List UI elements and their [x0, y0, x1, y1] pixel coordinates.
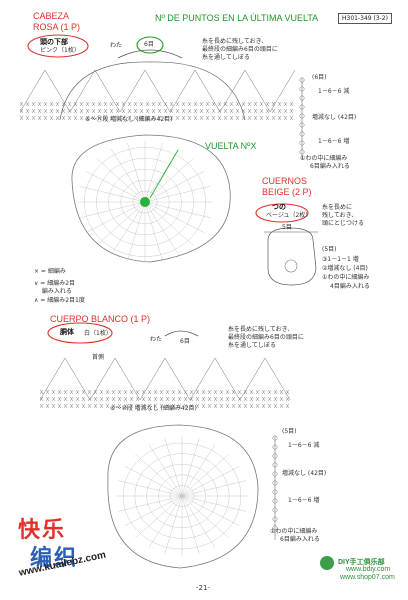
horn-row3: ③1－1－1 増 [322, 256, 359, 263]
body-neck-side: 首側 [92, 354, 105, 361]
head-rows-label: 6目 [144, 41, 154, 48]
body-row-nochange: 増減なし (42目) [282, 470, 327, 477]
body-row-dec: 1－6－6 減 [288, 442, 320, 449]
horn-rows-label: 5目 [282, 224, 292, 231]
legend-inc-2: 編み入れる [34, 288, 72, 295]
body-note-2: 最終段の細編み6目の頭目に [228, 334, 304, 341]
head-title-jp: 頭の下部 [40, 38, 68, 46]
head-row-nochange: 増減なし (42目) [312, 114, 357, 121]
horn-label-es-2: BEIGE (2 P) [262, 187, 312, 197]
head-label-es-1: CABEZA [33, 11, 70, 21]
watermark-right-1: DIY手工俱乐部 [338, 559, 385, 566]
body-ring-2: 6目編み入れる [280, 536, 320, 543]
head-center-marker [140, 197, 150, 207]
round-annotation: VUELTA NºX [205, 141, 257, 151]
body-ring-1: ①わの中に細編み [270, 528, 318, 535]
head-wata: わた [110, 42, 123, 49]
horn-note-1: 糸を長めに [322, 204, 353, 211]
body-title-jp: 胴体 [60, 328, 74, 336]
head-row-dec: 1－6－6 減 [318, 88, 350, 95]
horn-row2: ②増減なし (4目) [322, 265, 368, 272]
body-spokes [116, 436, 248, 556]
head-color-jp: ピンク（1枚） [40, 47, 80, 54]
head-stitch-rows [19, 101, 294, 121]
head-ring-1: ①わの中に細編み [300, 155, 348, 162]
body-circle-chart [107, 424, 259, 569]
body-top-opening [164, 330, 199, 337]
body-circle-outline [107, 424, 259, 569]
horn-note-3: 頭にとじつける [322, 220, 365, 227]
music-note-icon [320, 556, 334, 570]
horn-title-oval [255, 203, 309, 223]
head-outline [59, 61, 246, 121]
watermark-cn-2: 编织 [30, 545, 79, 571]
body-rows-label: 6目 [180, 338, 190, 345]
watermark-cn-1: 快乐 [18, 517, 67, 543]
body-center-note: ⑥～⑩段 増減なし (細編み42目) [110, 405, 197, 412]
head-title-oval [27, 34, 89, 58]
head-circle-chart [71, 134, 231, 264]
legend-dec: ∧ = 細編み2目1度 [34, 297, 85, 304]
horn-label-es-1: CUERNOS [262, 176, 308, 186]
horn-color-jp: ベージュ（2枚） [266, 212, 312, 219]
body-stitch-zigzag [39, 357, 291, 401]
horn-title-jp: つの [272, 203, 286, 211]
watermark-right-3: www.shop07.com [340, 574, 395, 581]
body-color-jp: 白（1枚） [84, 330, 112, 337]
head-note-3: 糸を通してしぼる [202, 54, 250, 61]
head-note-1: 糸を長めに残しておき、 [202, 38, 268, 45]
watermark-right-2: www.bdiy.com [346, 566, 391, 573]
body-rail-marks [272, 435, 278, 531]
legend-inc-1: ∨ = 細編み2目 [34, 280, 76, 287]
head-row6: (6目) [312, 74, 327, 81]
round-pointer-line [149, 149, 179, 199]
body-wata: わた [150, 336, 163, 343]
body-note-3: 糸を通してしぼる [228, 342, 276, 349]
head-row-inc: 1－6－6 増 [318, 138, 350, 145]
horn-row1a: ①わの中に細編み [322, 274, 370, 281]
body-row5: (5目) [282, 428, 297, 435]
horn-ring [284, 259, 298, 273]
body-stitch-rows [39, 389, 290, 409]
head-stitch-zigzag [19, 69, 296, 113]
legend-sc: × = 細編み [34, 268, 66, 275]
page-number: -21- [196, 584, 210, 592]
pattern-code: H301-349 (3-2) [338, 13, 392, 24]
head-rail-marks [299, 77, 305, 155]
last-round-annotation: Nº DE PUNTOS EN LA ÚLTIMA VUELTA [155, 13, 319, 23]
head-label-es-2: ROSA (1 P) [33, 22, 81, 32]
head-top-opening [117, 49, 183, 59]
body-label-es: CUERPO BLANCO (1 P) [50, 314, 151, 324]
body-row-inc: 1－6－6 増 [288, 497, 320, 504]
body-title-oval [47, 322, 113, 344]
horn-note-2: 残しておき、 [322, 212, 358, 219]
horn-row1b: 4目編み入れる [330, 283, 370, 290]
horn-row5: (5目) [322, 246, 337, 253]
horn-chart [264, 227, 318, 286]
head-circle-outline [71, 134, 231, 263]
head-ring-2: 6目編み入れる [310, 163, 350, 170]
head-note-2: 最終段の細編み6目の頭目に [202, 46, 278, 53]
head-spokes [77, 140, 213, 264]
horn-outline [267, 227, 317, 286]
last-round-oval [136, 36, 164, 54]
head-center-note: ⑥～⑪段 増減なし (細編み42目) [85, 116, 173, 123]
body-note-1: 糸を長めに残しておき、 [228, 326, 294, 333]
